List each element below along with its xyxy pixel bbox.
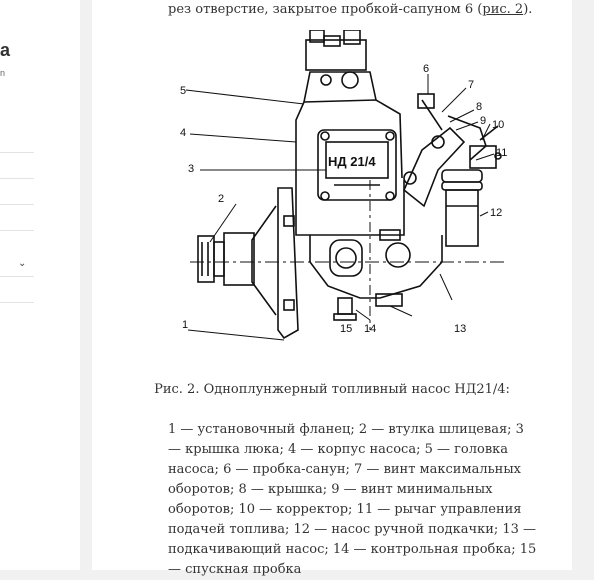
callout-8: 8 <box>476 101 482 113</box>
pump-model-plate: НД 21/4 <box>328 154 376 169</box>
callout-15: 15 <box>340 323 352 335</box>
article-paragraph: рез отверстие, закрытое пробкой-сапуном … <box>168 2 532 17</box>
callout-14: 14 <box>364 323 376 335</box>
callout-2: 2 <box>218 193 224 205</box>
paragraph-text: рез отверстие, закрытое пробкой-сапуном … <box>168 2 483 17</box>
figure-caption: Рис. 2. Одноплунжерный топливный насос Н… <box>154 382 510 397</box>
callout-6: 6 <box>423 63 429 75</box>
callout-13: 13 <box>454 323 466 335</box>
callout-12: 12 <box>490 207 502 219</box>
site-title[interactable]: a <box>0 40 11 60</box>
sidebar-divider <box>0 230 34 231</box>
chevron-down-icon[interactable]: ⌄ <box>18 258 27 269</box>
page-background-edge <box>572 0 594 570</box>
article-content: рез отверстие, закрытое пробкой-сапуном … <box>92 0 572 577</box>
callout-4: 4 <box>180 127 186 139</box>
sidebar-divider <box>0 178 34 179</box>
callout-11: 11 <box>496 147 507 159</box>
site-description: n <box>0 68 6 78</box>
page-gutter <box>80 0 92 570</box>
figure-legend: 1 — установочный фланец; 2 — втулка шлиц… <box>168 422 537 577</box>
callout-1: 1 <box>182 319 188 331</box>
callout-5: 5 <box>180 85 186 97</box>
sidebar: a n ⌄ <box>0 0 80 570</box>
sidebar-divider <box>0 152 34 153</box>
sidebar-divider <box>0 302 34 303</box>
callout-10: 10 <box>492 119 504 131</box>
sidebar-divider <box>0 276 34 277</box>
fuel-pump-diagram: НД 21/4 1 2 3 4 5 6 7 8 9 10 <box>180 30 507 341</box>
callout-7: 7 <box>468 79 474 91</box>
sidebar-divider <box>0 204 34 205</box>
callout-3: 3 <box>188 163 194 175</box>
figure-link[interactable]: рис. 2 <box>482 2 524 17</box>
callout-9: 9 <box>480 115 486 127</box>
paragraph-text-tail: ). <box>523 2 533 17</box>
